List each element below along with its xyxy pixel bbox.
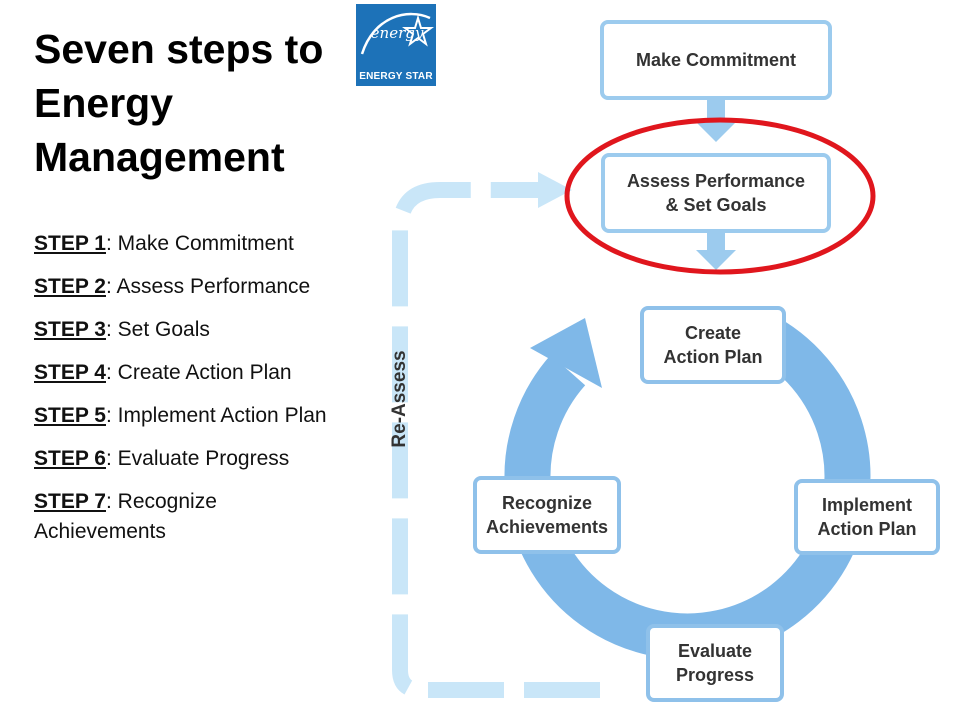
step-separator: : [105,490,118,513]
node-create-action-plan: Create Action Plan [640,306,786,384]
step-1: STEP 1: Make Commitment [34,229,346,259]
node-label-line-1: Implement [821,495,913,515]
step-description: Implement Action Plan [117,404,327,427]
step-separator: : [105,232,118,255]
step-number: STEP 2 [34,275,106,298]
step-description: Make Commitment [117,232,294,255]
energy-star-icon [360,12,434,55]
node-label-line-1: Recognize [501,493,593,513]
node-implement-action-plan: Implement Action Plan [794,479,940,555]
node-recognize-achievements: Recognize Achievements [473,476,621,554]
connector-arrow-commit-assess [696,100,736,142]
step-separator: : [105,404,118,427]
step-separator: : [105,318,118,341]
reassess-loop-arrowhead [538,172,572,208]
step-number: STEP 7 [34,490,106,513]
step-5: STEP 5: Implement Action Plan [34,401,346,431]
step-description: Create Action Plan [117,361,292,384]
page-title: Seven steps to Energy Management [34,26,324,180]
node-label-line-1: Create [684,323,742,343]
step-number: STEP 4 [34,361,106,384]
node-label: Make Commitment [635,50,797,70]
step-number: STEP 1 [34,232,106,255]
node-label-line-1: Assess Performance [626,171,806,191]
node-label-line-2: Action Plan [663,347,763,367]
cycle-ring-arrowhead [530,318,602,388]
node-evaluate-progress: Evaluate Progress [646,624,784,702]
step-description: Recognize Achievements [34,490,217,543]
step-description: Set Goals [117,318,210,341]
logo-script-text: energy [370,24,424,42]
logo-label: ENERGY STAR [359,70,433,82]
step-2: STEP 2: Assess Performance [34,272,346,302]
node-make-commitment: Make Commitment [600,20,832,100]
step-list: STEP 1: Make Commitment STEP 2: Assess P… [34,229,346,560]
node-label-line-1: Evaluate [677,641,753,661]
node-label-line-2: Achievements [485,517,609,537]
step-4: STEP 4: Create Action Plan [34,358,346,388]
node-label-line-2: & Set Goals [665,195,767,215]
node-assess-performance: Assess Performance & Set Goals [601,153,831,233]
step-separator: : [105,275,117,298]
step-separator: : [105,361,118,384]
step-number: STEP 5 [34,404,106,427]
step-separator: : [105,447,118,470]
step-number: STEP 3 [34,318,106,341]
node-label-line-2: Progress [675,665,755,685]
step-description: Assess Performance [116,275,311,298]
step-3: STEP 3: Set Goals [34,315,346,345]
energy-star-logo: energy ENERGY STAR [356,4,436,86]
node-label-line-2: Action Plan [817,519,917,539]
reassess-loop-path [392,182,600,698]
step-7: STEP 7: Recognize Achievements [34,487,346,547]
reassess-label: Re-Assess [389,350,410,448]
step-description: Evaluate Progress [117,447,290,470]
step-number: STEP 6 [34,447,106,470]
connector-arrow-assess-cycle [696,232,736,270]
step-6: STEP 6: Evaluate Progress [34,444,346,474]
